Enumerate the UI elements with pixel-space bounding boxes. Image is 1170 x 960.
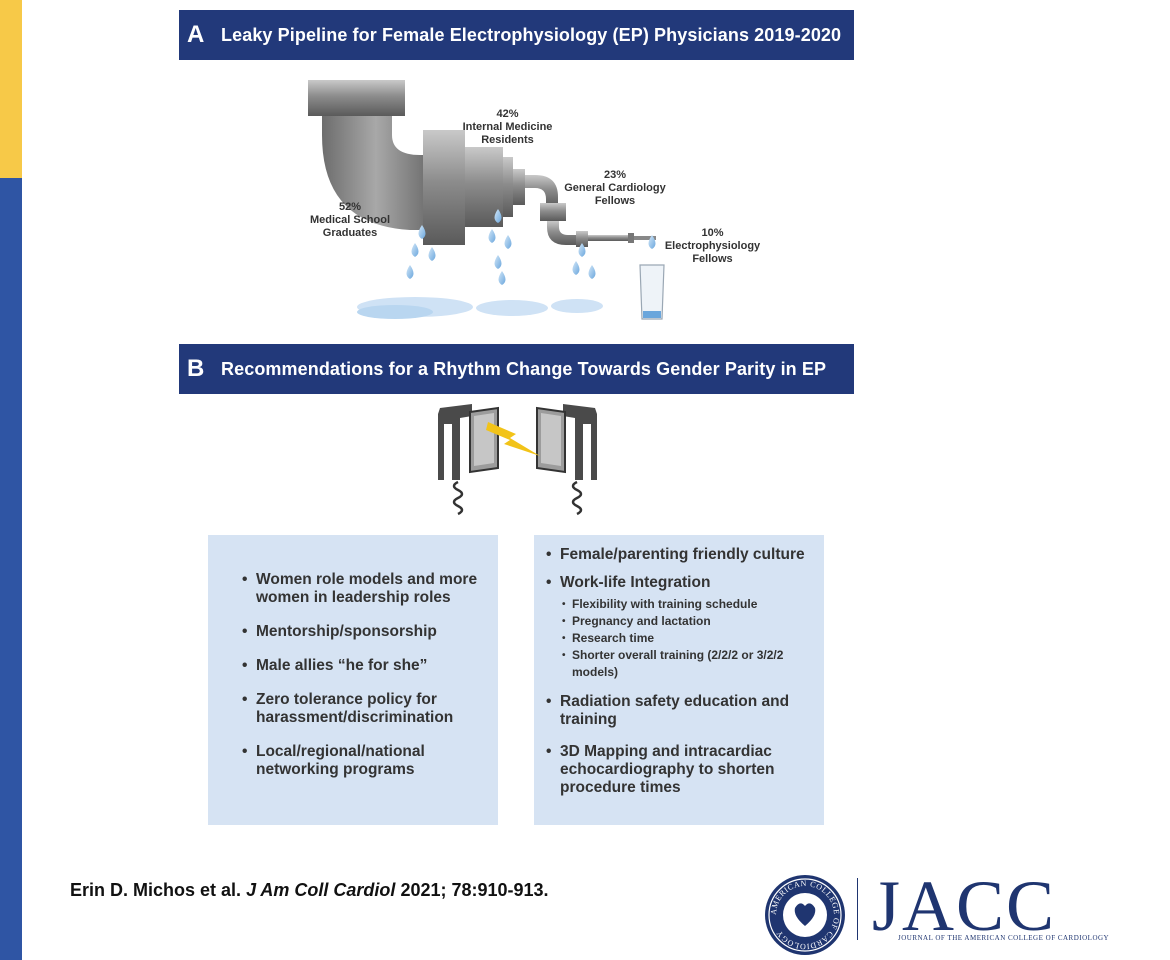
sub-research: Research time	[560, 630, 810, 647]
section-b-letter: B	[187, 355, 205, 382]
pipe-top-cap	[308, 80, 405, 116]
section-a-letter: A	[187, 21, 205, 48]
glass-water	[643, 311, 661, 318]
sub-pregnancy: Pregnancy and lactation	[560, 613, 810, 630]
puddle-1b	[357, 305, 433, 319]
rec-role-models: Women role models and more women in lead…	[242, 571, 484, 607]
citation: Erin D. Michos et al. J Am Coll Cardiol …	[70, 880, 549, 901]
pipe-small-bend	[547, 221, 578, 245]
stage-label-im-residents: 42% Internal Medicine Residents	[462, 108, 553, 146]
rec-zero-tolerance: Zero tolerance policy for harassment/dis…	[242, 691, 484, 727]
puddle-3	[551, 299, 603, 313]
paddle-left	[438, 404, 499, 516]
section-b-title: Recommendations for a Rhythm Change Towa…	[221, 358, 827, 379]
water-drops-3	[572, 243, 596, 279]
stage-label-cardiology-fellows: 23% General Cardiology Fellows	[564, 169, 666, 207]
pipe-flange-4	[576, 231, 588, 247]
sub-flexibility: Flexibility with training schedule	[560, 596, 810, 613]
recommendations-box-left: Women role models and more women in lead…	[208, 535, 498, 825]
pipe-flange-3	[540, 203, 566, 221]
jacc-subtitle: JOURNAL OF THE AMERICAN COLLEGE OF CARDI…	[898, 934, 1110, 942]
citation-journal: J Am Coll Cardiol	[246, 880, 396, 900]
pipe-bend	[525, 175, 558, 207]
pipe-flange-2	[503, 157, 513, 217]
rec-mapping: 3D Mapping and intracardiac echocardiogr…	[546, 743, 810, 797]
pipe-section-3	[513, 169, 525, 205]
acc-seal-logo: AMERICAN COLLEGE OF CARDIOLOGY	[765, 875, 845, 955]
jacc-wordmark: JACC	[872, 866, 1057, 946]
defibrillator-paddles-icon	[438, 404, 597, 516]
pipe-flange-large	[423, 130, 465, 245]
pipe-spout	[634, 236, 656, 240]
water-glass	[639, 264, 665, 320]
rec-culture: Female/parenting friendly culture	[546, 546, 810, 564]
leaky-pipeline-illustration	[308, 80, 665, 320]
lightning-bolt-icon	[486, 422, 540, 456]
stage-label-ep-fellows: 10% Electrophysiology Fellows	[664, 227, 761, 265]
accent-bar-blue	[0, 178, 22, 960]
water-drops-2	[488, 209, 512, 285]
paddle-right	[536, 404, 597, 516]
pipe-valve	[628, 233, 634, 243]
rec-work-life-label: Work-life Integration	[560, 574, 711, 591]
rec-work-life: Work-life Integration Flexibility with t…	[546, 574, 810, 681]
rec-mentorship: Mentorship/sponsorship	[242, 623, 484, 641]
logo-divider	[857, 878, 858, 940]
water-drops-1	[406, 225, 436, 279]
section-a-header: A Leaky Pipeline for Female Electrophysi…	[179, 10, 854, 60]
rec-radiation: Radiation safety education and training	[546, 693, 810, 729]
pipe-elbow	[322, 116, 430, 230]
section-a-title: Leaky Pipeline for Female Electrophysiol…	[221, 24, 842, 45]
section-b-header: B Recommendations for a Rhythm Change To…	[179, 344, 854, 394]
rec-male-allies: Male allies “he for she”	[242, 657, 484, 675]
rec-networking: Local/regional/national networking progr…	[242, 743, 484, 779]
puddle-2	[476, 300, 548, 316]
sub-shorter-training: Shorter overall training (2/2/2 or 3/2/2…	[560, 647, 810, 681]
work-life-sublist: Flexibility with training schedule Pregn…	[560, 596, 810, 681]
pipe-thin	[588, 235, 628, 241]
stage-label-medical-school: 52% Medical School Graduates	[309, 201, 391, 239]
accent-bar-yellow	[0, 0, 22, 178]
recommendations-box-right: Female/parenting friendly culture Work-l…	[534, 535, 824, 825]
citation-authors: Erin D. Michos et al.	[70, 880, 242, 900]
citation-ref: 2021; 78:910-913.	[400, 880, 549, 900]
